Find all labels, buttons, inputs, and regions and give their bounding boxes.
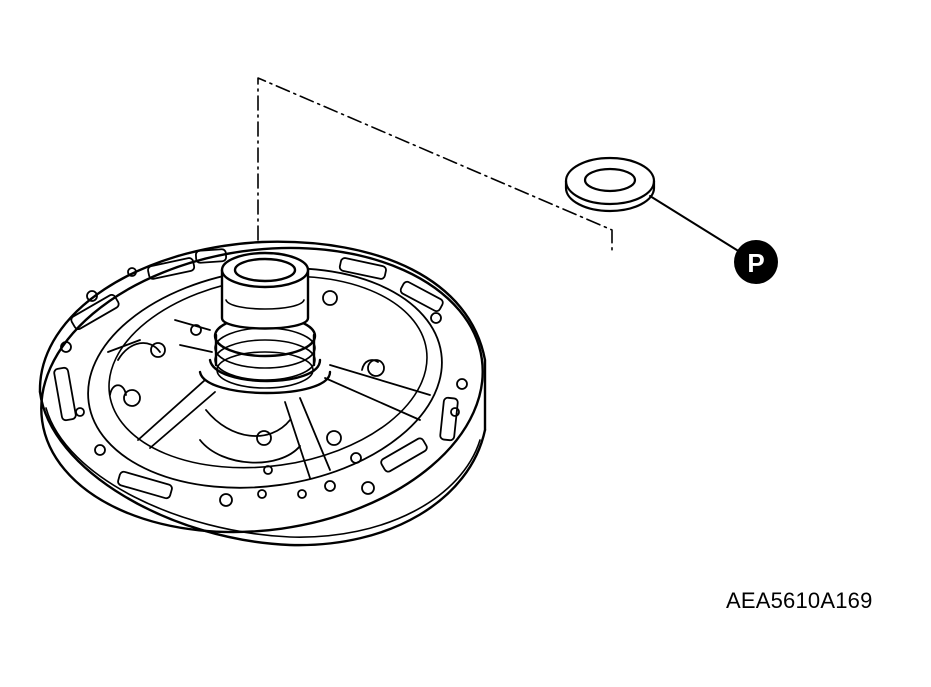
bolt-holes <box>60 267 468 507</box>
replace-part-icon: P <box>734 240 778 284</box>
seal-ring <box>564 156 656 213</box>
callout-label: P <box>747 248 764 278</box>
figure-reference-code: AEA5610A169 <box>726 588 873 613</box>
callout-leader-line <box>649 195 741 253</box>
oil-pump-body <box>38 240 487 547</box>
pump-ports <box>109 290 385 475</box>
pump-hub <box>198 251 332 395</box>
pump-internal-ribs <box>107 319 431 479</box>
alignment-guide-line <box>257 77 613 253</box>
flange-slots <box>53 248 459 500</box>
